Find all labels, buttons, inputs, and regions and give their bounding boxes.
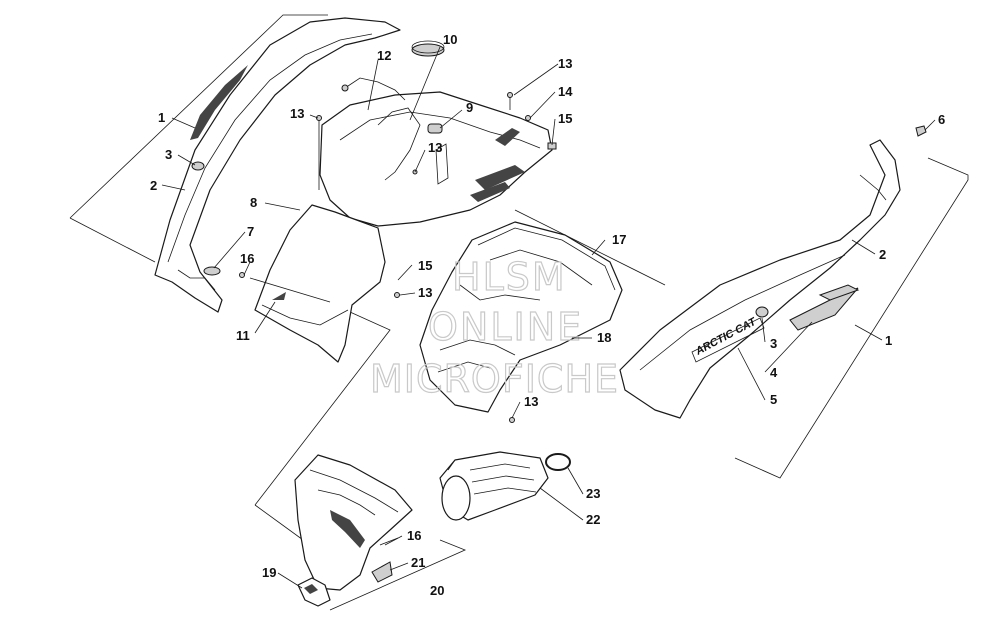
hood-vent-icon [427, 123, 443, 134]
callout-13-intake: 13 [524, 394, 538, 409]
svg-text:MICROFICHE: MICROFICHE [370, 357, 619, 401]
screws [239, 92, 557, 423]
screw-6 [915, 125, 927, 137]
callouts: 1 3 2 12 10 13 13 14 15 9 13 8 7 16 11 1… [150, 32, 945, 598]
callout-1-right: 1 [885, 333, 892, 348]
upper-hood [319, 91, 553, 227]
callout-17: 17 [612, 232, 626, 247]
lens-7 [203, 266, 221, 276]
nose-panel [249, 204, 386, 363]
callout-2-left: 2 [150, 178, 157, 193]
callout-18: 18 [597, 330, 611, 345]
callout-3-right: 3 [770, 336, 777, 351]
callout-5: 5 [770, 392, 777, 407]
callout-13-hood-right: 13 [558, 56, 572, 71]
intake-frame [514, 209, 666, 286]
callout-16-upper: 16 [240, 251, 254, 266]
grommet-10 [411, 40, 445, 57]
callout-20: 20 [430, 583, 444, 598]
callout-10: 10 [443, 32, 457, 47]
callout-21: 21 [411, 555, 425, 570]
clamp-23 [545, 453, 571, 471]
harness-12 [341, 77, 406, 101]
callout-13-nose: 13 [418, 285, 432, 300]
callout-3-left: 3 [165, 147, 172, 162]
callout-14: 14 [558, 84, 573, 99]
latch-19 [297, 577, 331, 607]
callout-6: 6 [938, 112, 945, 127]
callout-11: 11 [236, 328, 250, 343]
right-panel-frame [734, 157, 969, 479]
callout-15-lower: 15 [418, 258, 432, 273]
watermark: HLSM ONLINE MICROFICHE [369, 254, 619, 401]
callout-7: 7 [247, 224, 254, 239]
left-side-panel [154, 17, 401, 313]
leader-lines [161, 46, 936, 589]
svg-text:HLSM: HLSM [452, 255, 567, 299]
callout-19: 19 [262, 565, 276, 580]
callout-4: 4 [770, 365, 778, 380]
side-panel-screw-icon [191, 161, 205, 171]
lower-bracket [294, 454, 413, 591]
callout-1-left: 1 [158, 110, 165, 125]
callout-2-right: 2 [879, 247, 886, 262]
callout-13-center: 13 [428, 140, 442, 155]
svg-text:ONLINE: ONLINE [428, 305, 583, 349]
callout-12: 12 [377, 48, 391, 63]
callout-8: 8 [250, 195, 257, 210]
callout-16-lower: 16 [407, 528, 421, 543]
callout-23: 23 [586, 486, 600, 501]
air-intake [419, 221, 623, 413]
callout-15-upper: 15 [558, 111, 572, 126]
intake-duct [439, 451, 549, 521]
callout-9: 9 [466, 100, 473, 115]
right-side-panel: ARCTIC CAT [619, 139, 901, 419]
callout-13-hood-left: 13 [290, 106, 304, 121]
callout-22: 22 [586, 512, 600, 527]
left-panel-frame [69, 14, 328, 263]
